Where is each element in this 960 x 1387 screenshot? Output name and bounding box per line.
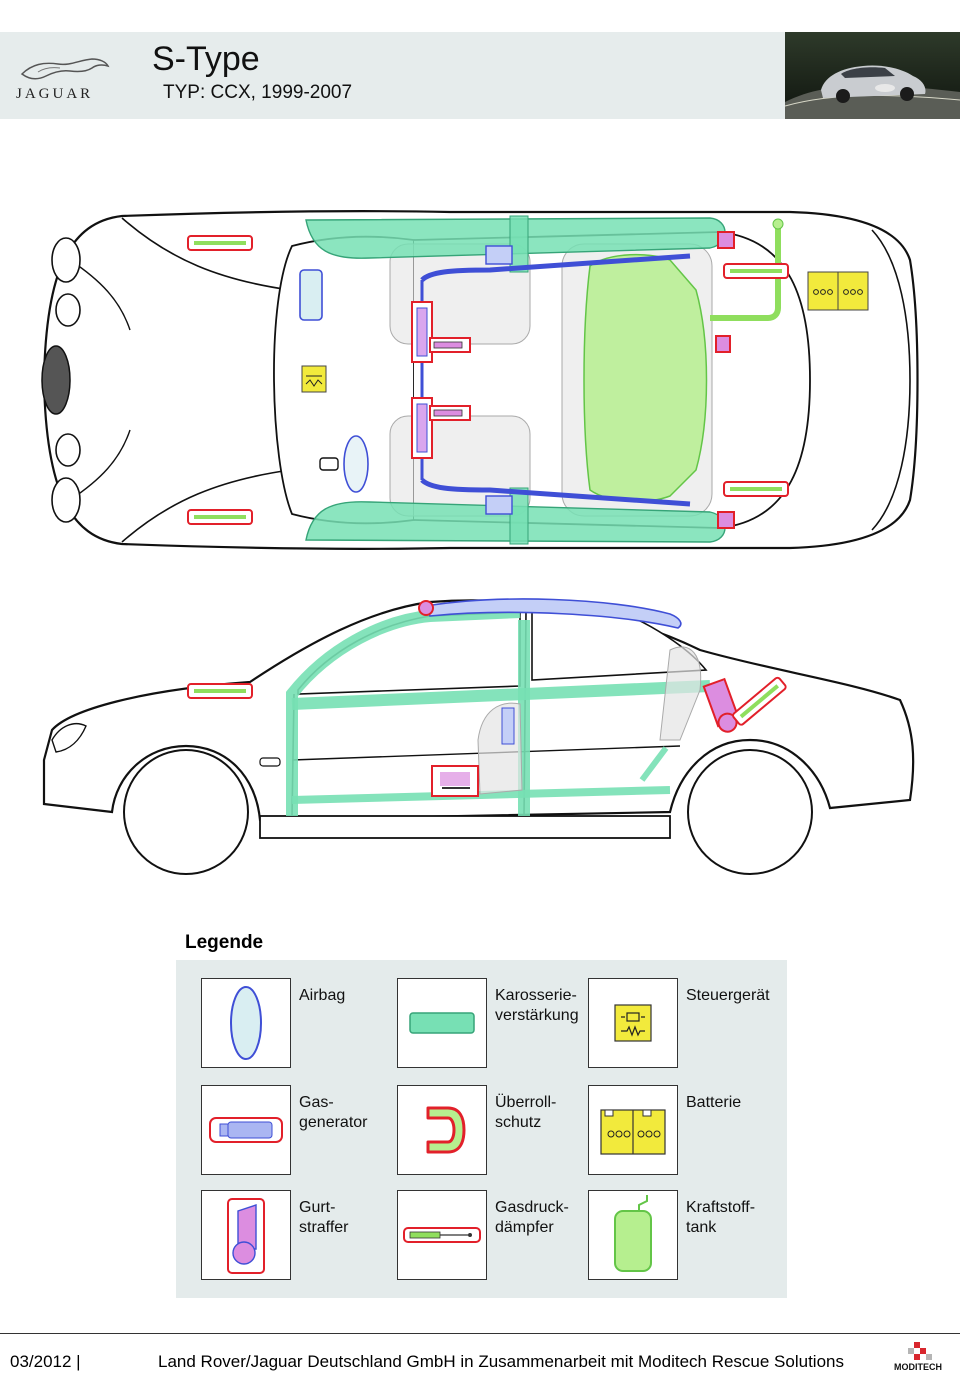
legend-label: Kraftstoff- tank [686,1199,756,1236]
curtain-airbag-right [420,478,691,507]
car-top-view-diagram [30,200,930,560]
legend-label: Batterie [686,1094,742,1111]
car-photo [784,32,960,119]
legend-item-airbag: Airbag [201,978,391,1070]
rear-wheel [687,749,813,875]
jaguar-logo: JAGUAR [14,50,114,110]
leaping-cat-icon [20,58,110,80]
footer-credit: Land Rover/Jaguar Deutschland GmbH in Zu… [158,1352,844,1371]
grille [41,345,71,415]
control-unit-marker [301,365,327,393]
legend-item-battery: Batterie [588,1085,778,1177]
legend-label: Gas- generator [299,1094,368,1131]
page-title: S-Type [152,40,260,78]
legend-title: Legende [185,932,264,953]
legend-label: Gasdruck- dämpfer [495,1199,569,1236]
brand-name: JAGUAR [16,86,94,102]
legend-item-belt-tensioner: Gurt- straffer [201,1190,391,1282]
header: JAGUAR S-Type TYP: CCX, 1999-2007 [0,32,960,119]
moditech-logo-icon: MODITECH [894,1342,942,1372]
legend-label: Steuergerät [686,987,770,1004]
legend-panel: Airbag Karosserie- verstärkung Steuerger… [176,960,787,1298]
side-curtain-airbag [424,598,682,629]
legend-item-gas-generator: Gas- generator [201,1085,391,1177]
legend-label: Gurt- straffer [299,1199,349,1236]
dashboard-airbag [299,269,323,321]
airbag-icon [230,986,262,1060]
curtain-airbag-left [420,253,691,282]
fuel-tank [583,253,708,503]
fuel-tank-icon [614,1195,652,1272]
rollover-protection-icon [426,1106,466,1154]
legend-label: Überroll- schutz [495,1094,557,1131]
footer-date: 03/2012 | [10,1352,81,1371]
gas-generator-icon [209,1117,283,1143]
footer-divider [0,1333,960,1334]
logo-wordmark: MODITECH [894,1362,942,1372]
battery-marker [807,271,869,311]
legend-item-control-unit: Steuergerät [588,978,778,1070]
belt-tensioner-icon [227,1198,265,1274]
car-side-view-diagram [30,590,930,880]
legend-item-rollover-protection: Überroll- schutz [397,1085,587,1177]
moditech-logo: MODITECH [888,1340,948,1380]
side-reinforcement-frame [286,606,521,816]
body-reinforcement-icon [409,1012,475,1034]
page-subtitle: TYP: CCX, 1999-2007 [163,82,353,103]
gas-strut-icon [403,1227,481,1243]
legend-label: Airbag [299,987,346,1004]
control-unit-icon [614,1004,652,1042]
legend-item-fuel-tank: Kraftstoff- tank [588,1190,778,1282]
front-wheel [123,749,249,875]
legend-label: Karosserie- verstärkung [495,987,579,1024]
legend-item-body-reinforcement: Karosserie- verstärkung [397,978,587,1070]
legend-item-gas-strut: Gasdruck- dämpfer [397,1190,587,1282]
battery-icon [600,1109,666,1155]
